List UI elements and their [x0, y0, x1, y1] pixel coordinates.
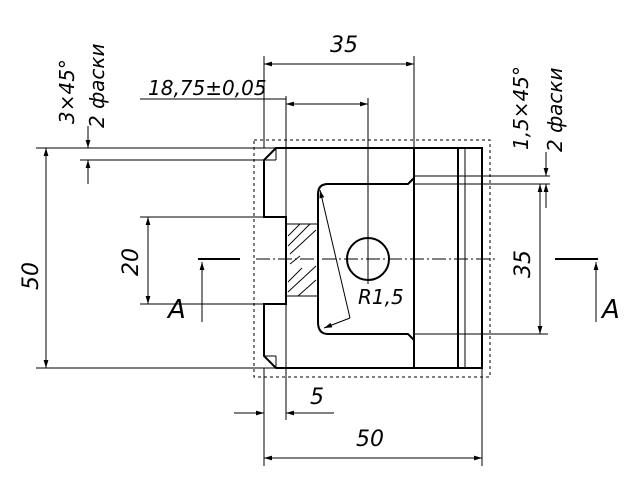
chamfer-left-size: 3×45° [55, 59, 79, 124]
radius-label: R1,5 [358, 285, 404, 309]
chamfer-right-size: 1,5×45° [509, 66, 533, 150]
dim-20-label: 20 [119, 248, 144, 276]
dim-18-75-label: 18,75±0,05 [148, 76, 267, 100]
dim-5-label: 5 [310, 385, 324, 410]
dim-35-right-label: 35 [511, 250, 536, 278]
chamfer-right-count: 2 фаски [543, 67, 567, 152]
dim-35-top-label: 35 [330, 33, 358, 58]
radius-leader-2 [323, 317, 351, 329]
hatched-region [286, 223, 318, 297]
radius-leader [319, 189, 351, 319]
dim-50-bot-label: 50 [356, 427, 384, 452]
dim-50-left-label: 50 [19, 262, 44, 290]
section-label-right: A [600, 295, 620, 325]
chamfer-left-count: 2 фаски [85, 43, 109, 128]
inner-pocket [317, 177, 415, 341]
section-label-left: A [166, 295, 186, 325]
